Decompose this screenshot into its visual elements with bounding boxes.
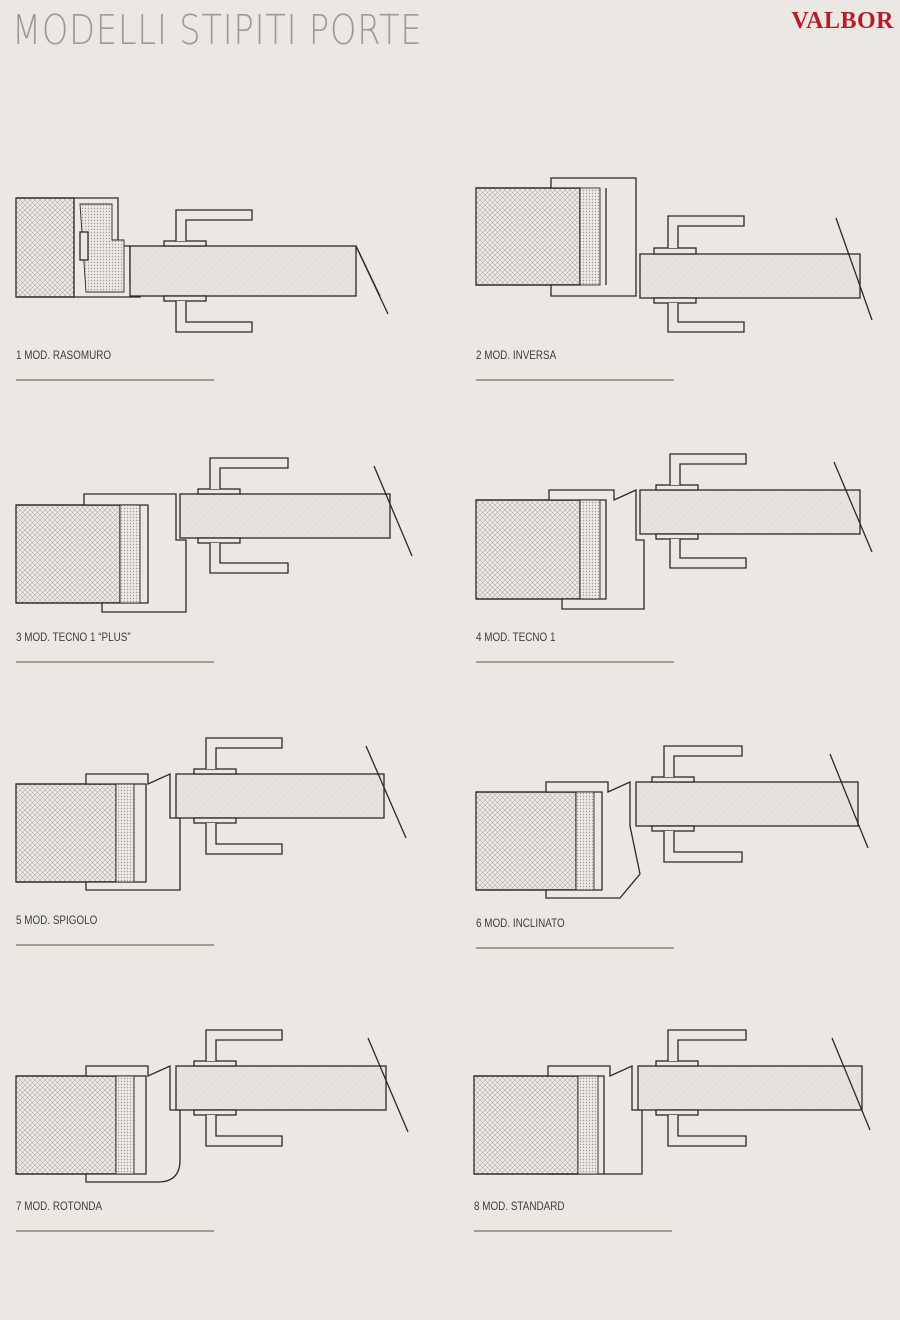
- diagram-standard: [473, 1029, 871, 1175]
- caption-underline: [474, 1230, 672, 1232]
- caption-underline: [16, 944, 214, 946]
- diagram-tecno-1: [475, 453, 873, 610]
- diagram-tecno-1-plus: [15, 457, 413, 613]
- diagram-spigolo: [15, 737, 407, 891]
- caption-model-4: 4 MOD. TECNO 1: [476, 632, 556, 644]
- caption-model-8: 8 MOD. STANDARD: [474, 1201, 565, 1213]
- caption-underline: [16, 379, 214, 381]
- caption-model-1: 1 MOD. RASOMURO: [16, 350, 112, 362]
- caption-underline: [16, 1230, 214, 1232]
- diagram-inclinato: [475, 745, 869, 899]
- caption-model-3: 3 MOD. TECNO 1 “PLUS”: [16, 632, 131, 644]
- diagram-inversa: [475, 177, 873, 333]
- caption-underline: [476, 379, 674, 381]
- diagram-rasomuro: [15, 197, 389, 333]
- caption-model-6: 6 MOD. INCLINATO: [476, 918, 565, 930]
- caption-underline: [476, 661, 674, 663]
- brand-logo: VALBOR: [791, 8, 894, 34]
- page-title: MODELLI STIPITI PORTE: [12, 6, 423, 54]
- caption-model-2: 2 MOD. INVERSA: [476, 350, 557, 362]
- caption-underline: [16, 661, 214, 663]
- caption-model-5: 5 MOD. SPIGOLO: [16, 915, 98, 927]
- caption-model-7: 7 MOD. ROTONDA: [16, 1201, 103, 1213]
- diagram-rotonda: [15, 1029, 409, 1183]
- caption-underline: [476, 947, 674, 949]
